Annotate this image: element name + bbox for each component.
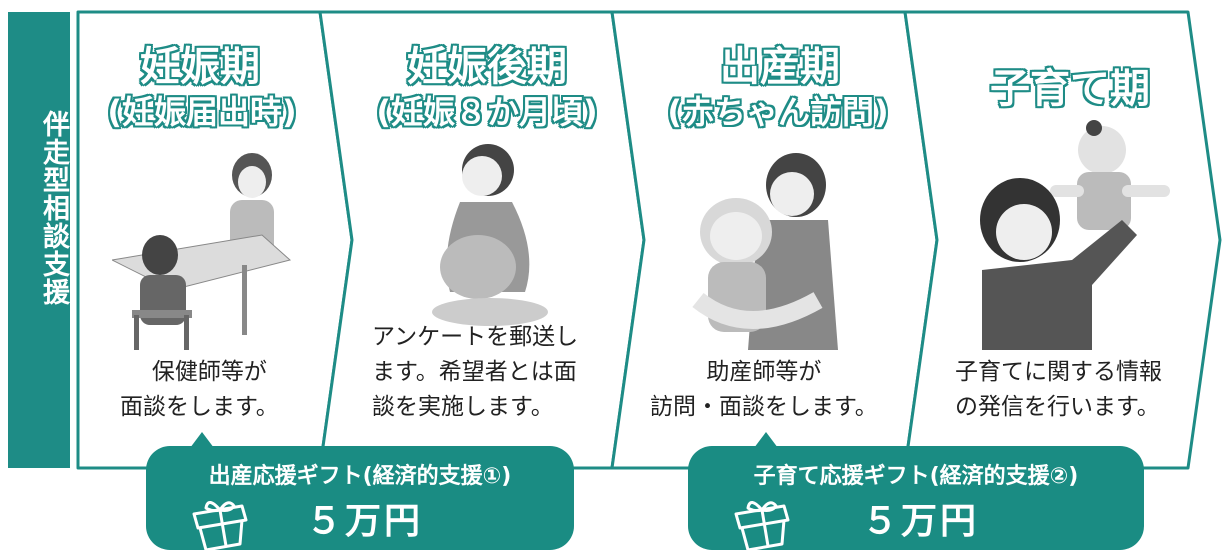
stage-4-desc-line: の発信を行います。 (955, 394, 1160, 420)
gift-box-icon (192, 501, 248, 550)
stage-4-desc: 子育てに関する情報 の発信を行います。 (955, 355, 1162, 425)
stage-2-desc-line: ます。希望者とは面 (372, 359, 577, 385)
stage-4-title: 子育て期 (989, 65, 1151, 113)
gift-2-amount: ５万円 (862, 501, 980, 542)
gift-box-childcare-support: 子育て応援ギフト(経済的支援②) ５万円 (688, 446, 1144, 550)
father-child-illustration (980, 120, 1170, 350)
side-bar (8, 12, 70, 468)
gift-box-icon (734, 501, 790, 550)
gift-1-label: 出産応援ギフト(経済的支援①) (208, 464, 512, 489)
stage-3-title: 出産期 (719, 43, 841, 91)
stage-2-desc-line: アンケートを郵送し (372, 324, 579, 350)
stage-1-title: 妊娠期 (139, 43, 261, 91)
gift-2-label: 子育て応援ギフト(経済的支援②) (753, 464, 1079, 489)
stage-2-desc: アンケートを郵送し ます。希望者とは面 談を実施します。 (372, 320, 578, 425)
stage-1-desc: 保健師等が 面談をします。 (120, 355, 279, 425)
stage-1-subtitle: (妊娠届出時) (106, 92, 297, 132)
nurse-consultation-illustration (112, 153, 292, 350)
stage-3-subtitle: (赤ちゃん訪問) (666, 92, 889, 132)
stage-1-desc-line: 保健師等が (151, 359, 267, 385)
gift-1-amount: ５万円 (306, 501, 424, 542)
stage-4-desc-line: 子育てに関する情報 (955, 359, 1162, 385)
stage-2-title: 妊娠後期 (406, 43, 568, 91)
stage-2-desc-line: 談を実施します。 (372, 394, 554, 420)
pointer-stage-3 (754, 432, 778, 448)
mother-baby-illustration (692, 153, 838, 350)
gift-box-birth-support: 出産応援ギフト(経済的支援①) ５万円 (146, 446, 574, 550)
stage-3-desc-line: 助産師等が (706, 359, 822, 385)
side-label: 伴走型相談支援 (38, 110, 69, 306)
pointer-stage-1 (190, 432, 214, 448)
stage-3-desc-line: 訪問・面談をします。 (650, 394, 878, 420)
stage-2-subtitle: (妊娠８か月頃) (375, 92, 598, 132)
chevron-stage-4 (903, 10, 1222, 470)
stage-1-desc-line: 面談をします。 (120, 394, 279, 420)
stage-3-desc: 助産師等が 訪問・面談をします。 (650, 355, 878, 425)
pregnant-woman-illustration (432, 144, 548, 326)
